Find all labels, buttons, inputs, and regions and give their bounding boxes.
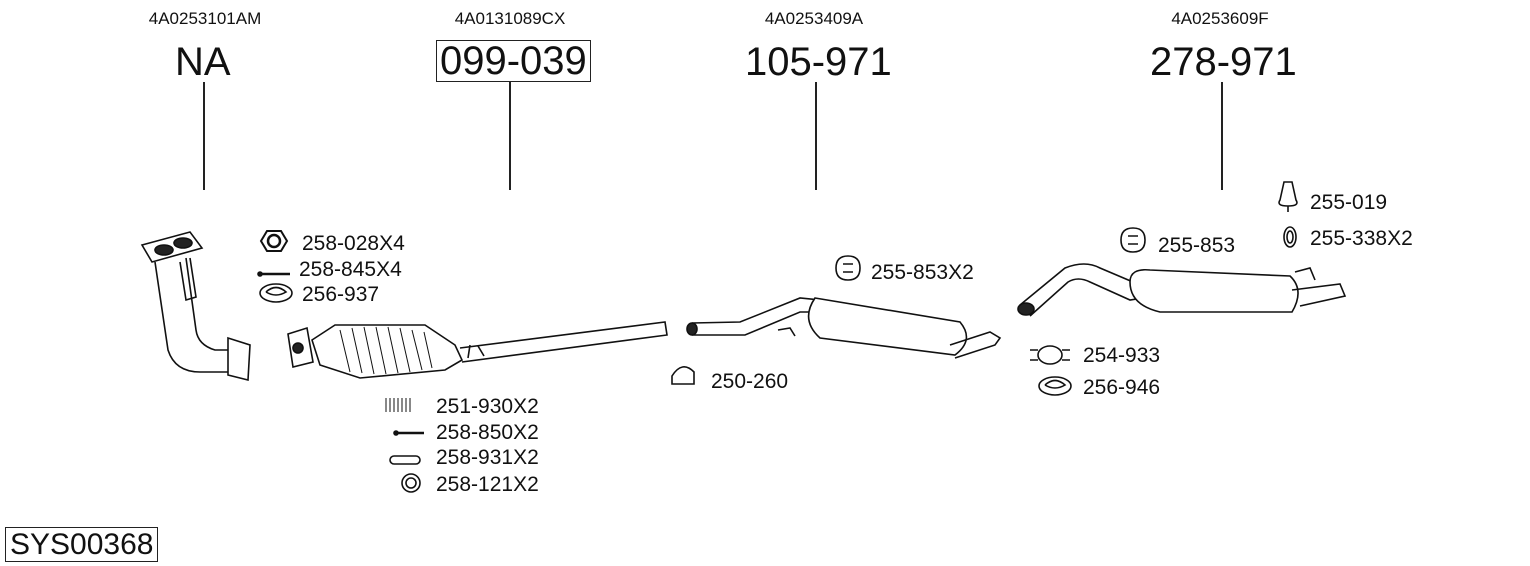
- bolt-icon: [393, 430, 424, 436]
- accessory-label[interactable]: 255-853X2: [871, 261, 974, 284]
- part-number-middle-silencer[interactable]: 105-971: [745, 40, 892, 84]
- accessory-label[interactable]: 255-019: [1310, 191, 1388, 214]
- accessory-label[interactable]: 258-931X2: [436, 446, 539, 469]
- middle-silencer-drawing[interactable]: [686, 297, 1002, 359]
- oem-number-front-pipe: 4A0253101AM: [148, 9, 262, 28]
- accessory-label[interactable]: 251-930X2: [436, 395, 539, 418]
- rubber-mount-icon: [835, 255, 861, 281]
- ring-icon: [401, 473, 421, 493]
- system-code: SYS00368: [5, 527, 159, 562]
- leader-line: [815, 82, 817, 190]
- part-number-front-pipe[interactable]: NA: [175, 40, 231, 84]
- accessory-label[interactable]: 258-845X4: [299, 258, 402, 281]
- accessory-label[interactable]: 255-853: [1158, 234, 1236, 257]
- gasket-icon: [259, 283, 293, 303]
- band-clamp-icon: [1030, 345, 1070, 365]
- oem-number-middle-silencer: 4A0253409A: [764, 9, 864, 28]
- oem-number-catalyst: 4A0131089CX: [454, 9, 566, 28]
- front-pipe-drawing[interactable]: [140, 231, 251, 382]
- clamp-icon: [671, 366, 695, 385]
- gasket-icon: [1038, 376, 1072, 396]
- accessory-label[interactable]: 250-260: [711, 370, 789, 393]
- accessory-label[interactable]: 258-850X2: [436, 421, 539, 444]
- o-ring-icon: [1283, 226, 1297, 248]
- accessory-label[interactable]: 255-338X2: [1310, 227, 1413, 250]
- accessory-label[interactable]: 258-121X2: [436, 473, 539, 496]
- leader-line: [203, 82, 205, 190]
- accessory-label[interactable]: 258-028X4: [302, 232, 405, 255]
- accessory-label[interactable]: 256-946: [1083, 376, 1161, 399]
- spring-icon: [385, 398, 411, 412]
- part-number-rear-silencer[interactable]: 278-971: [1150, 40, 1297, 84]
- catalyst-drawing[interactable]: [287, 321, 668, 379]
- oem-number-rear-silencer: 4A0253609F: [1171, 9, 1269, 28]
- bell-mount-icon: [1278, 181, 1298, 212]
- leader-line: [509, 82, 511, 190]
- part-number-catalyst[interactable]: 099-039: [436, 40, 591, 82]
- rear-silencer-drawing[interactable]: [1017, 263, 1347, 317]
- bolt-icon: [257, 271, 290, 277]
- sleeve-icon: [389, 455, 421, 465]
- hex-nut-icon: [259, 230, 289, 252]
- leader-line: [1221, 82, 1223, 190]
- accessory-label[interactable]: 256-937: [302, 283, 380, 306]
- rubber-mount-icon: [1120, 227, 1146, 253]
- accessory-label[interactable]: 254-933: [1083, 344, 1161, 367]
